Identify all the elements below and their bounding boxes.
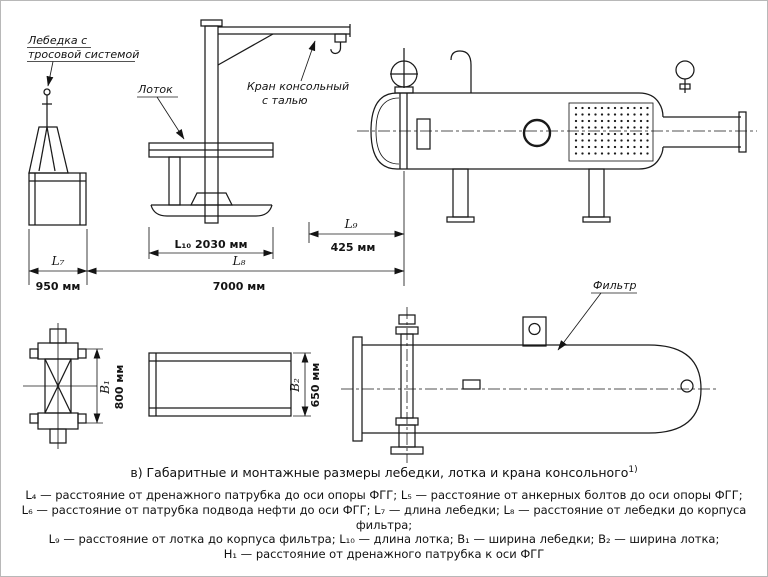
winch-top-view	[23, 323, 97, 449]
figure-caption-footnote-ref: 1)	[628, 465, 638, 475]
label-winch-line1: Лебедка с	[27, 34, 87, 47]
filter-side-view	[357, 48, 757, 286]
legend: L₄ — расстояние от дренажного патрубка д…	[1, 488, 767, 562]
dim-l7: L₇	[51, 254, 65, 268]
figure-caption: в) Габаритные и монтажные размеры лебедк…	[1, 465, 767, 480]
tray-top-view	[148, 352, 292, 417]
legend-line-3: L₉ — расстояние от лотка до корпуса филь…	[48, 532, 720, 547]
dim-l8: L₈	[232, 254, 246, 268]
dim-l9: L₉	[344, 217, 358, 231]
winch-label: Лебедка с тросовой системой	[27, 34, 139, 87]
dim-l10: L₁₀ 2030 мм	[175, 238, 248, 251]
figure-caption-text: в) Габаритные и монтажные размеры лебедк…	[130, 465, 629, 481]
label-winch-line2: тросовой системой	[28, 48, 139, 61]
label-tray: Лоток	[137, 83, 173, 96]
tray-crane-view	[148, 19, 351, 224]
dim-l9-value: 425 мм	[331, 241, 376, 254]
tray-label: Лоток	[137, 83, 185, 140]
dim-l8-value: 7000 мм	[213, 280, 265, 293]
legend-line-4: H₁ — расстояние от дренажного патрубка к…	[223, 547, 545, 562]
label-crane-line2: с талью	[262, 94, 307, 107]
filter-top-view	[341, 307, 717, 463]
drawing-canvas: Лебедка с тросовой системой	[23, 19, 757, 463]
dim-b1-value: 800 мм	[113, 365, 126, 410]
winch-front-view	[28, 88, 87, 226]
legend-line-2: L₆ — расстояние от патрубка подвода нефт…	[21, 502, 747, 532]
filter-label: Фильтр	[557, 279, 637, 351]
legend-line-1: L₄ — расстояние от дренажного патрубка д…	[25, 488, 743, 503]
dim-b2-value: 650 мм	[309, 363, 322, 408]
dim-b2: B₂	[288, 378, 302, 393]
label-crane-line1: Кран консольный	[247, 80, 349, 93]
dim-b1: B₁	[98, 380, 112, 395]
dim-l7-value: 950 мм	[36, 280, 81, 293]
crane-label: Кран консольный с талью	[247, 40, 349, 107]
dimension-b2	[293, 352, 311, 417]
label-filter: Фильтр	[593, 279, 637, 292]
dimension-b1	[81, 348, 103, 424]
dimension-lines-top	[28, 222, 405, 285]
